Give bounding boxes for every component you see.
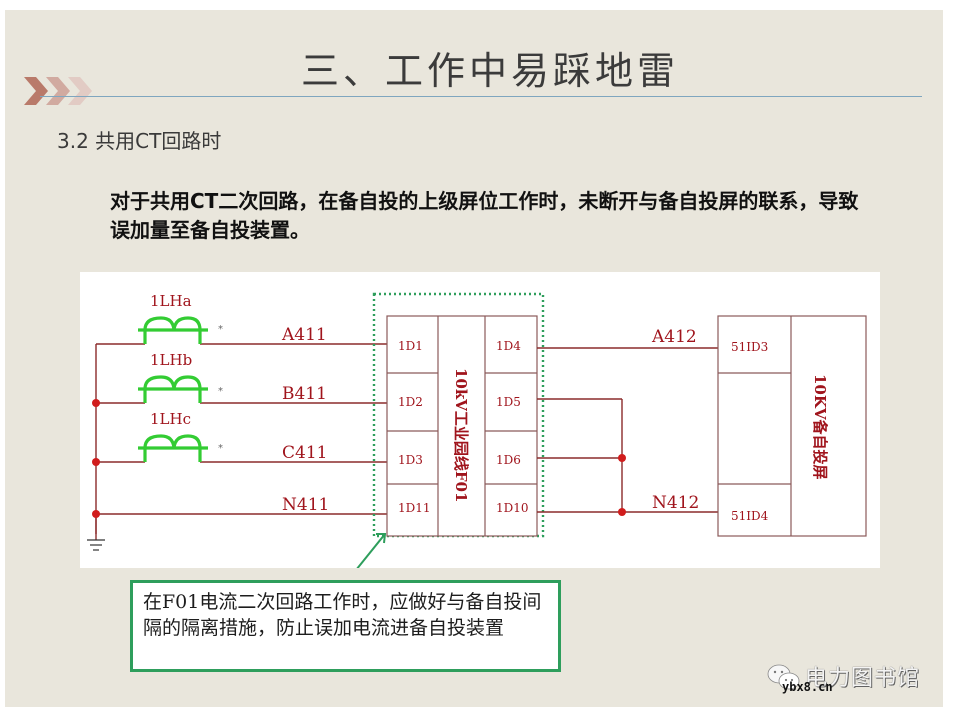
- wire-label-n412: N412: [652, 493, 699, 513]
- wire-label-c411: C411: [282, 443, 327, 463]
- title-divider: [40, 96, 922, 97]
- terminal-1d2: 1D2: [398, 395, 423, 409]
- terminal-1d1: 1D1: [398, 339, 423, 353]
- page-title: 三、工作中易踩地雷: [300, 49, 679, 93]
- ct-label-b: 1LHb: [150, 351, 192, 369]
- description-text: 对于共用CT二次回路，在备自投的上级屏位工作时，未断开与备自投屏的联系，导致误加…: [110, 189, 859, 242]
- terminal-51id4: 51ID4: [731, 509, 769, 523]
- watermark: 电力图书馆 ybx8.cn: [760, 658, 940, 698]
- callout-note: 在F01电流二次回路工作时，应做好与备自投间隔的隔离措施，防止误加电流进备自投装…: [130, 580, 561, 672]
- ct-coil-icon: [138, 316, 208, 462]
- terminal-51id3: 51ID3: [731, 340, 768, 354]
- watermark-name: 电力图书馆: [805, 666, 921, 691]
- terminal-1d3: 1D3: [398, 453, 423, 467]
- polarity-mark-b: *: [218, 386, 223, 397]
- wire-label-a411: A411: [281, 325, 327, 345]
- panel-f01-name: 10kV工业园线F01: [452, 368, 470, 502]
- wire-label-a412: A412: [651, 327, 697, 347]
- ct-label-a: 1LHa: [150, 292, 192, 310]
- wire-label-b411: B411: [282, 384, 327, 404]
- polarity-mark-a: *: [218, 324, 223, 335]
- section-subtitle: 3.2 共用CT回路时: [57, 129, 222, 153]
- watermark-url: ybx8.cn: [782, 680, 833, 694]
- terminal-1d10: 1D10: [496, 501, 529, 515]
- terminal-1d4: 1D4: [496, 339, 521, 353]
- polarity-mark-c: *: [218, 443, 223, 454]
- panel-bzt-name: 10KV备自投屏: [811, 374, 829, 480]
- wire-label-n411: N411: [282, 495, 329, 515]
- circuit-diagram: 1LHa 1LHb 1LHc * * * A411 B411 C411 N411…: [80, 272, 880, 568]
- chevron-decoration-icon: [24, 77, 92, 105]
- ct-label-c: 1LHc: [150, 410, 191, 428]
- terminal-1d5: 1D5: [496, 395, 521, 409]
- terminal-1d6: 1D6: [496, 453, 521, 467]
- wechat-icon: [767, 664, 800, 690]
- terminal-1d11: 1D11: [398, 501, 431, 515]
